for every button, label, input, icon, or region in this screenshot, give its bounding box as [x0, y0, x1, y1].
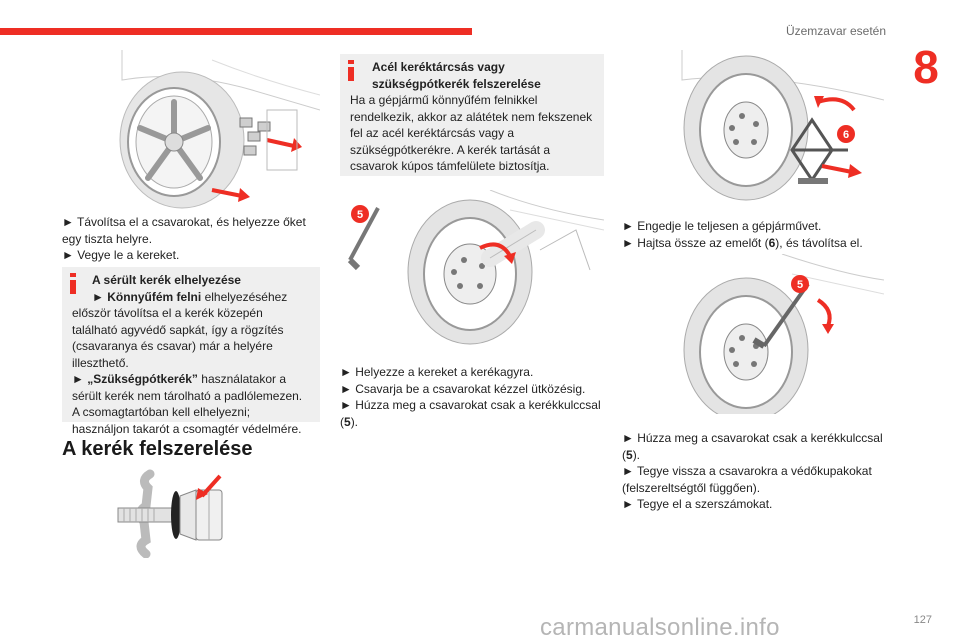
callout-6-label: 6 — [843, 129, 849, 141]
info-box-title: Acél keréktárcsás vagy szükségpótkerék f… — [372, 60, 541, 91]
left-step-remove-wheel: ► Vegye le a kereket. — [62, 248, 180, 262]
chapter-number: 8 — [913, 41, 939, 93]
callout-6-badge — [837, 125, 855, 143]
callout-5-label: 5 — [797, 279, 803, 291]
middle-step-place-wheel: ► Helyezze a kereket a kerékagyra. — [340, 365, 534, 379]
info-box-steel-wheel: Acél keréktárcsás vagy szükségpótkerék f… — [340, 54, 604, 176]
info-box-title: A sérült kerék elhelyezése — [92, 273, 241, 287]
jack-lowering-illustration: 6 — [681, 50, 884, 201]
page-number: 127 — [913, 614, 932, 626]
middle-step-screw-bolts: ► Csavarja be a csavarokat kézzel ütközé… — [340, 381, 586, 396]
middle-steps: ► Helyezze a kereket a kerékagyra. ► Csa… — [340, 364, 606, 430]
callout-5-badge — [351, 205, 369, 223]
right-step-caps: ► Tegye vissza a csavarokra a védőkupako… — [622, 464, 872, 495]
callout-5-label: 5 — [357, 209, 363, 221]
wheel-tighten-illustration: 5 — [683, 254, 884, 414]
header-accent-bar — [0, 28, 472, 35]
info-icon — [70, 273, 76, 294]
left-step-remove-bolts: ► Távolítsa el a csavarokat, és helyezze… — [62, 215, 306, 246]
callout-5-badge — [791, 275, 809, 293]
wheel-removal-illustration — [119, 50, 320, 209]
info-box-para-spare: ► „Szükségpótkerék” használatakor a sérü… — [72, 372, 303, 436]
right-step-tighten: ► Húzza meg a csavarokat csak a kerékkul… — [622, 431, 883, 462]
left-steps: ► Távolítsa el a csavarokat, és helyezze… — [62, 214, 324, 264]
watermark: carmanualsonline.info — [540, 614, 780, 641]
right-step-fold-jack: ► Hajtsa össze az emelőt (6), és távolít… — [622, 235, 863, 250]
info-box-para-alloy: ► Könnyűfém felni elhelyezéséhez először… — [72, 289, 288, 370]
section-title: Üzemzavar esetén — [785, 24, 886, 38]
info-icon — [348, 60, 354, 81]
bolt-washer-illustration — [117, 469, 223, 558]
info-box-body: Ha a gépjármű könnyűfém felnikkel rendel… — [350, 93, 593, 173]
right-steps-bottom: ► Húzza meg a csavarokat csak a kerékkul… — [622, 430, 892, 513]
section-heading: A kerék felszerelése — [62, 438, 253, 460]
right-step-store-tools: ► Tegye el a szerszámokat. — [622, 497, 773, 511]
wheel-mount-illustration: 5 — [347, 190, 604, 345]
middle-step-tighten: ► Húzza meg a csavarokat csak a kerékkul… — [340, 398, 601, 429]
right-steps-top: ► Engedje le teljesen a gépjárművet. ► H… — [622, 218, 892, 251]
right-step-lower-vehicle: ► Engedje le teljesen a gépjárművet. — [622, 219, 822, 233]
info-box-damaged-wheel: A sérült kerék elhelyezése ► Könnyűfém f… — [62, 267, 320, 436]
